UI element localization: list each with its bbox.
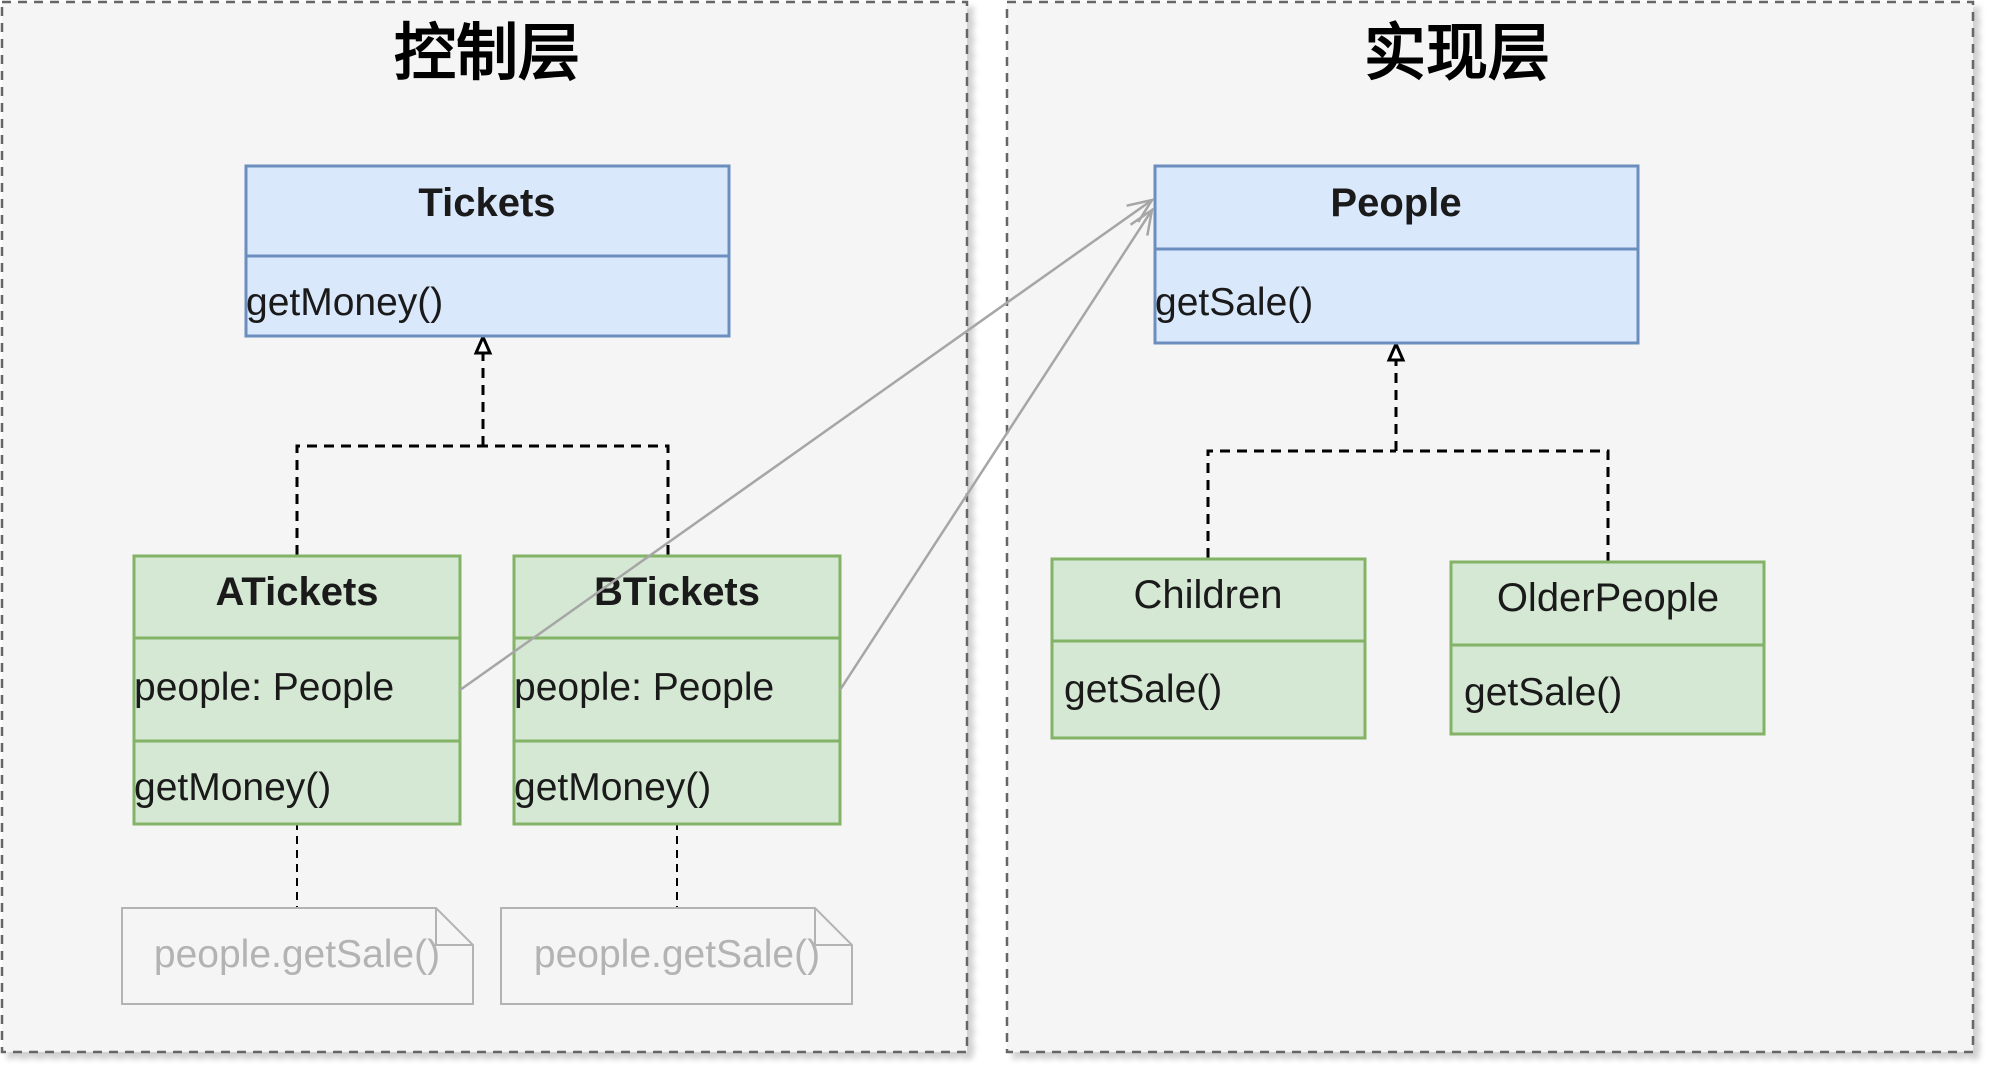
- implementation-layer-container: 实现层: [1005, 0, 1975, 1054]
- method-people-getsale: getSale(): [1155, 281, 1313, 324]
- class-name-btickets: BTickets: [594, 570, 760, 614]
- class-name-olderpeople: OlderPeople: [1497, 576, 1719, 620]
- attribute-btickets-people: people: People: [514, 666, 774, 709]
- class-name-people: People: [1330, 181, 1461, 225]
- class-tickets[interactable]: Tickets getMoney(): [244, 164, 731, 338]
- tickets-realization-connectors: [295, 337, 670, 555]
- association-atickets-people: [459, 200, 1152, 692]
- note-text-atickets: people.getSale(): [154, 933, 440, 976]
- association-btickets-people: [838, 210, 1152, 691]
- people-realization-connectors: [1206, 344, 1610, 562]
- method-tickets-getmoney: getMoney(): [246, 281, 443, 324]
- class-name-atickets: ATickets: [215, 570, 378, 614]
- note-text-btickets: people.getSale(): [534, 933, 820, 976]
- class-name-tickets: Tickets: [418, 181, 555, 225]
- method-olderpeople-getsale: getSale(): [1464, 671, 1622, 714]
- note-btickets: people.getSale(): [500, 907, 853, 1005]
- note-connectors: [296, 822, 678, 908]
- realization-line-children: [1206, 449, 1396, 558]
- class-olderpeople[interactable]: OlderPeople getSale(): [1449, 560, 1766, 736]
- note-atickets: people.getSale(): [121, 907, 474, 1005]
- control-layer-title: 控制层: [394, 16, 580, 89]
- realization-line-atickets: [295, 444, 483, 555]
- class-people[interactable]: People getSale(): [1153, 164, 1640, 345]
- attribute-atickets-people: people: People: [134, 666, 394, 709]
- association-arrows: [459, 200, 1152, 692]
- class-atickets[interactable]: ATickets people: People getMoney(): [132, 554, 462, 826]
- realization-line-btickets: [483, 444, 670, 555]
- method-children-getsale: getSale(): [1064, 668, 1222, 711]
- class-name-children: Children: [1134, 573, 1283, 617]
- realization-line-olderpeople: [1396, 449, 1610, 562]
- implementation-layer-title: 实现层: [1364, 16, 1550, 89]
- method-atickets-getmoney: getMoney(): [134, 766, 331, 809]
- class-children[interactable]: Children getSale(): [1050, 557, 1367, 740]
- class-btickets[interactable]: BTickets people: People getMoney(): [512, 554, 842, 826]
- control-layer-container: 控制层: [0, 0, 969, 1054]
- method-btickets-getmoney: getMoney(): [514, 766, 711, 809]
